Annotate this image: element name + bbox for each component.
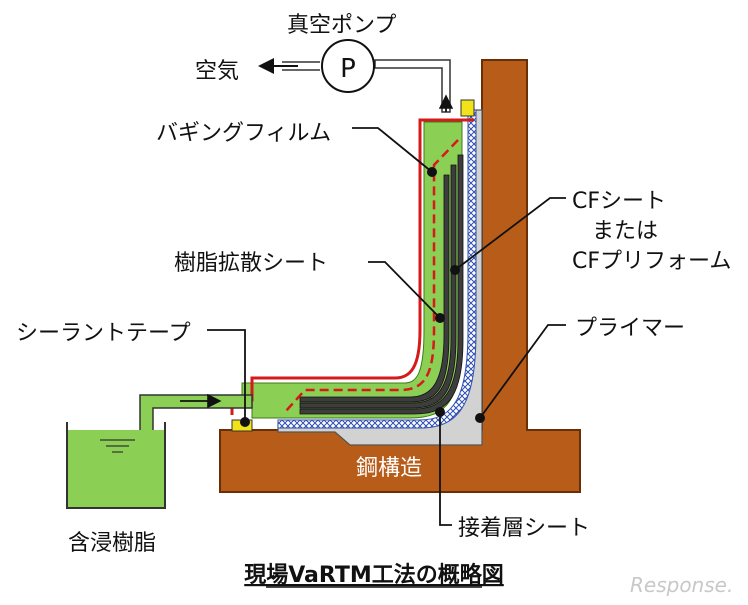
label-or: または xyxy=(592,219,658,244)
bagging-film xyxy=(230,118,474,415)
cf-layers xyxy=(299,154,464,415)
steel-structure xyxy=(219,59,581,493)
pump-symbol: P xyxy=(340,54,356,84)
label-steel-structure: 鋼構造 xyxy=(356,456,422,481)
sealant-tape-top xyxy=(460,99,475,117)
steel-fill-join xyxy=(483,420,526,432)
label-impregnating-resin: 含浸樹脂 xyxy=(68,531,156,556)
label-cf-sheet: CFシート xyxy=(572,189,666,214)
watermark: Response. xyxy=(630,573,733,597)
label-sealant-tape: シーラントテープ xyxy=(16,321,191,346)
label-resin-diffusion-sheet: 樹脂拡散シート xyxy=(174,251,328,276)
adhesive-layer-sheet xyxy=(277,109,477,429)
label-primer: プライマー xyxy=(575,316,685,341)
vacuum-pump xyxy=(321,39,375,93)
leader-lines xyxy=(207,127,566,526)
label-cf-preform: CFプリフォーム xyxy=(572,249,731,274)
label-adhesive-layer-sheet: 接着層シート xyxy=(458,516,590,541)
resin-tank xyxy=(66,422,166,509)
leader-dots xyxy=(240,167,485,427)
label-air: 空気 xyxy=(195,59,239,84)
label-bagging-film: バギングフィルム xyxy=(156,121,331,146)
vacuum-line: P xyxy=(258,39,454,113)
resin-diffusion-sheet xyxy=(284,139,459,413)
diagram-caption: 現場VaRTM工法の概略図 xyxy=(244,562,504,588)
label-vacuum-pump: 真空ポンプ xyxy=(287,13,396,38)
